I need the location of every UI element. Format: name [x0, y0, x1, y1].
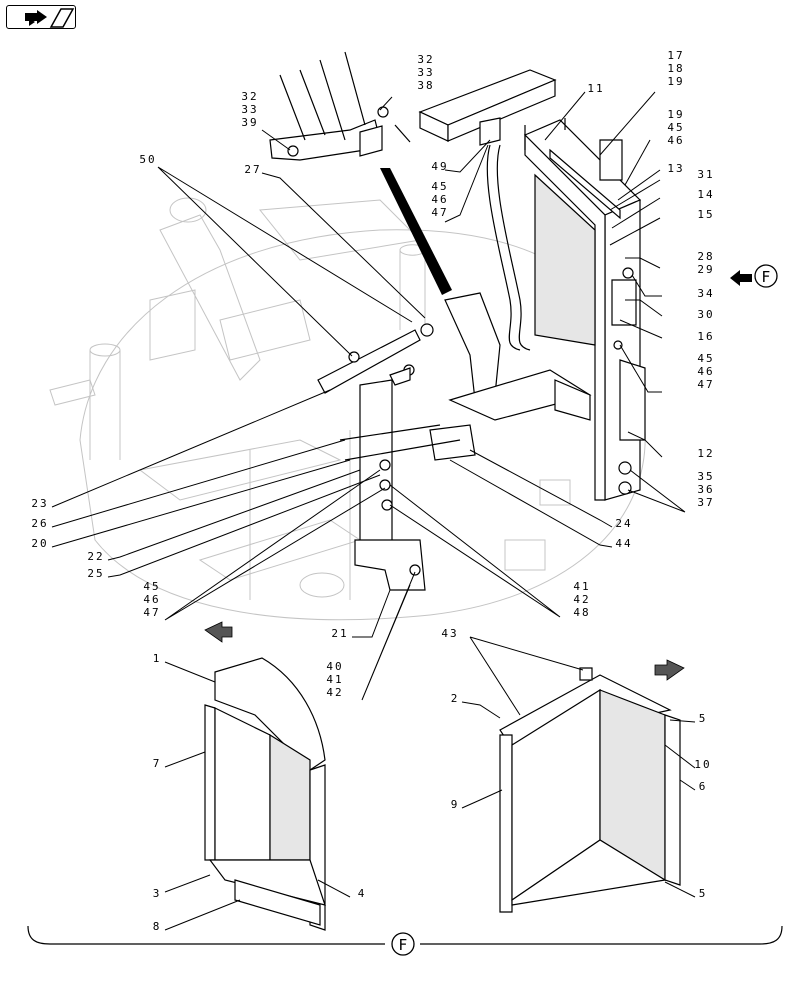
callout-number: 40: [326, 660, 343, 673]
callout-number: 7: [153, 757, 162, 770]
callout-number: 46: [431, 193, 448, 206]
callout-number: 26: [31, 517, 48, 530]
callout-number: 32: [241, 90, 258, 103]
radiator-support-frame: [486, 118, 646, 501]
callout-number: 46: [697, 365, 714, 378]
callout-number: 5: [699, 887, 708, 900]
callout-number: 11: [587, 82, 604, 95]
callout-number: 35: [697, 470, 714, 483]
callout-number: 49: [431, 160, 448, 173]
callout-number: 50: [139, 153, 156, 166]
callout-number: 41: [326, 673, 343, 686]
callout-number: 6: [699, 780, 708, 793]
view-f-arrow: F: [730, 264, 778, 288]
callout-number: 18: [667, 62, 684, 75]
callout-number: 45: [431, 180, 448, 193]
callout-number: 10: [694, 758, 711, 771]
callout-number: 45: [697, 352, 714, 365]
callout-number: 16: [697, 330, 714, 343]
callout-number: 45: [143, 580, 160, 593]
air-duct: [418, 69, 557, 146]
callout-number: 2: [451, 692, 460, 705]
callout-number: 15: [697, 208, 714, 221]
callout-number: 46: [667, 134, 684, 147]
leader-lines: [51, 91, 696, 931]
callout-number: 8: [153, 920, 162, 933]
callout-number: 34: [697, 287, 714, 300]
callout-number: 25: [87, 567, 104, 580]
fan-shroud-left: [204, 657, 326, 931]
direction-wedge: [380, 168, 452, 295]
callout-number: 17: [667, 49, 684, 62]
center-crossmember: [403, 292, 592, 461]
callout-number: 47: [143, 606, 160, 619]
callout-number: 21: [331, 627, 348, 640]
callout-number: 24: [615, 517, 632, 530]
callout-number: 9: [451, 798, 460, 811]
callout-number: 19: [667, 75, 684, 88]
view-f-bracket: F: [27, 925, 783, 956]
callout-number: 37: [697, 496, 714, 509]
callout-number: 14: [697, 188, 714, 201]
callout-number: 46: [143, 593, 160, 606]
callout-number: 23: [31, 497, 48, 510]
svg-text:F: F: [762, 268, 771, 286]
callout-number: 47: [697, 378, 714, 391]
callout-number: 13: [667, 162, 684, 175]
callout-number: 44: [615, 537, 632, 550]
svg-text:F: F: [399, 936, 408, 954]
view-marker-circle: [754, 264, 778, 288]
callout-number: 47: [431, 206, 448, 219]
callout-number: 31: [697, 168, 714, 181]
callout-number: 22: [87, 550, 104, 563]
arrow-left-icon: [730, 270, 752, 286]
callout-number: 12: [697, 447, 714, 460]
callout-number: 33: [241, 103, 258, 116]
callout-number: 48: [573, 606, 590, 619]
callout-number: 42: [573, 593, 590, 606]
callout-number: 30: [697, 308, 714, 321]
callout-number: 43: [441, 627, 458, 640]
callout-number: 5: [699, 712, 708, 725]
callout-number: 39: [241, 116, 258, 129]
callout-number: 29: [697, 263, 714, 276]
shroud-direction-arrow-icon: [654, 659, 685, 681]
callout-number: 45: [667, 121, 684, 134]
callout-number: 28: [697, 250, 714, 263]
upper-mount-bracket: [269, 51, 411, 161]
callout-number: 36: [697, 483, 714, 496]
callout-number: 4: [358, 887, 367, 900]
callout-number: 19: [667, 108, 684, 121]
page-navigation-button[interactable]: [6, 5, 76, 29]
callout-number: 20: [31, 537, 48, 550]
callout-number: 41: [573, 580, 590, 593]
callout-number: 33: [417, 66, 434, 79]
fan-shroud-right: [499, 667, 681, 913]
callout-number: 42: [326, 686, 343, 699]
callout-number: 32: [417, 53, 434, 66]
callout-number: 3: [153, 887, 162, 900]
page-navigation-icon: [25, 8, 75, 28]
callout-number: 38: [417, 79, 434, 92]
shroud-direction-arrow-icon: [204, 621, 233, 643]
callout-number: 1: [153, 652, 162, 665]
callout-number: 27: [244, 163, 261, 176]
left-bracket-assembly: [317, 329, 461, 591]
